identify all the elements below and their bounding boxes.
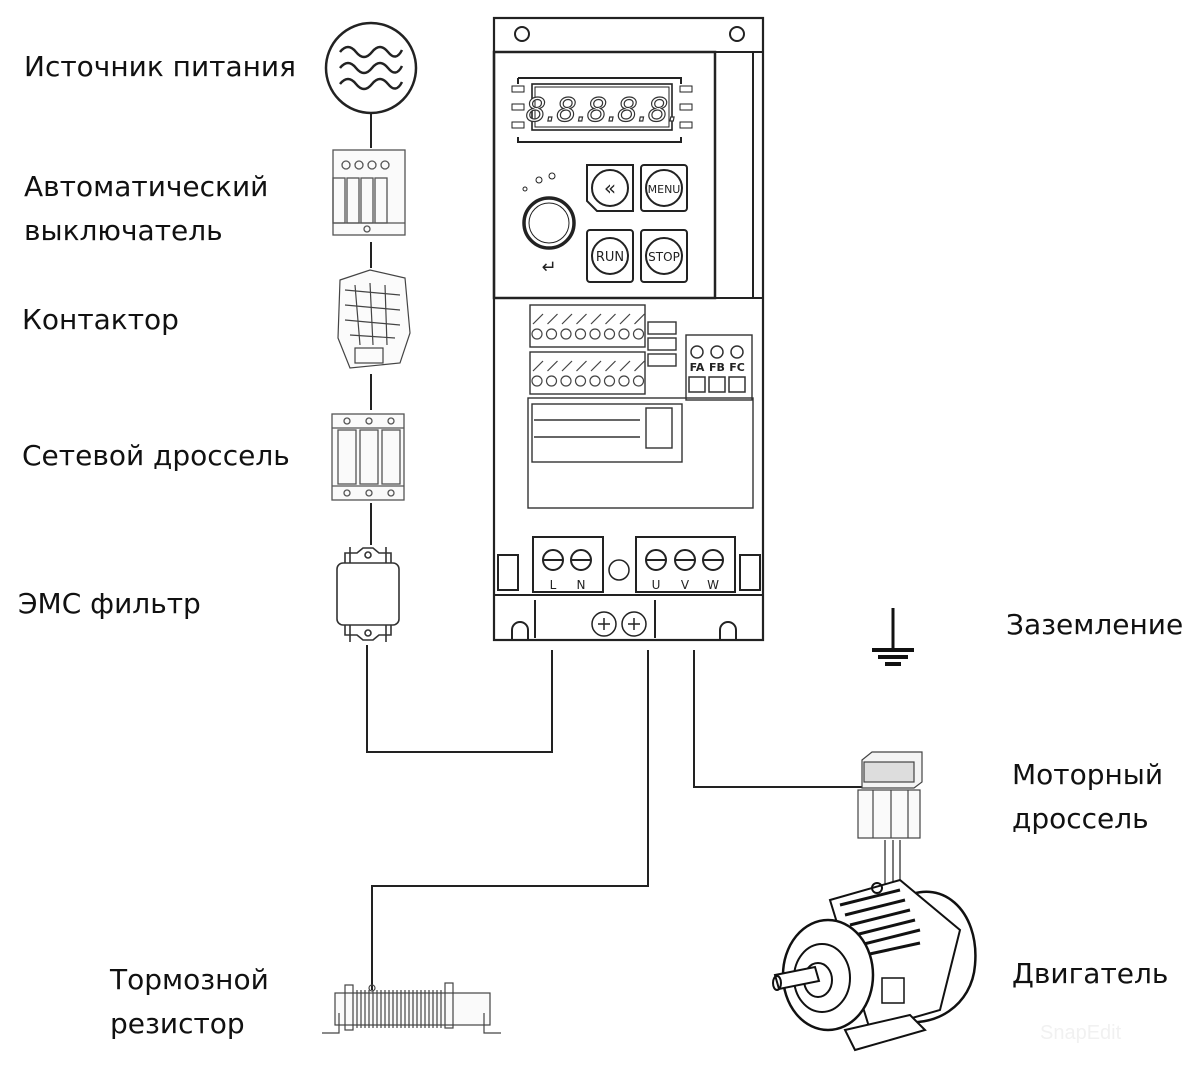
ground-icon [872,608,914,666]
emc-filter-icon [336,547,400,642]
control-terminal-slot [634,313,645,325]
control-terminal-screws [531,313,645,387]
shift-key[interactable] [586,164,634,212]
control-terminal-screw [618,375,630,387]
power-terminal-labels: L N U V W [550,578,719,592]
control-terminal-screw [545,328,558,340]
control-terminal-slot [590,360,602,372]
brake-resistor-label-line2: резистор [110,1007,245,1040]
watermark: SnapEdit [1040,1022,1122,1044]
control-terminal-slot [619,313,631,325]
power-source-label-text: Источник питания [24,50,296,83]
motor-reactor-label: Моторный дроссель [1012,753,1163,841]
control-terminal-screw [632,328,645,340]
input-wire [366,645,553,753]
contactor-icon [337,269,411,369]
relay-labels: FA FB FC [690,361,745,374]
control-terminal-screw [574,375,587,387]
control-terminal-slot [532,313,544,325]
control-terminal-screw [618,328,630,340]
control-terminal-slot [605,313,616,325]
ground-label: Заземление [1006,603,1183,647]
control-terminals [527,304,754,509]
control-terminal-screw [603,375,616,387]
knob-icon[interactable] [522,196,576,250]
relay-terminal-fc: FC [729,361,745,374]
menu-key-label: MENU [648,183,681,196]
circuit-breaker-icon [332,149,406,236]
line-reactor-icon [331,413,405,501]
run-key-label: RUN [596,250,624,265]
terminal-l: L [550,578,557,592]
terminal-v: V [681,578,690,592]
contactor-label-text: Контактор [22,303,179,336]
run-key[interactable] [586,229,634,283]
emc-filter-label: ЭМС фильтр [18,582,201,626]
ground-label-text: Заземление [1006,608,1184,641]
motor-label: Двигатель [1012,952,1168,996]
power-terminal-block [494,536,763,640]
control-terminal-screw [632,375,645,387]
control-terminal-slot [590,313,602,325]
line-reactor-label-text: Сетевой дроссель [22,439,290,472]
brake-resistor-icon [322,982,501,1034]
control-terminal-screw [589,328,601,340]
emc-filter-label-text: ЭМС фильтр [18,587,201,620]
terminal-n: N [577,578,586,592]
power-source-label: Источник питания [24,45,296,89]
ac-source-icon [324,21,418,115]
brake-resistor-label: Тормозной резистор [110,958,269,1046]
circuit-breaker-label-line2: выключатель [24,214,223,247]
control-terminal-slot [561,360,573,372]
control-terminal-screw [545,375,558,387]
vfd-display [511,77,693,143]
terminal-w: W [707,578,719,592]
contactor-label: Контактор [22,298,179,342]
motor-label-text: Двигатель [1012,957,1169,990]
circuit-breaker-label-line1: Автоматический [24,170,269,203]
control-terminal-screw [531,375,543,387]
output-wire [693,650,862,788]
control-terminal-slot [576,313,587,325]
stop-key-label: STOP [648,250,680,264]
circuit-breaker-label: Автоматический выключатель [24,165,268,253]
menu-key[interactable] [640,164,688,212]
control-terminal-slot [547,313,558,325]
control-terminal-slot [605,360,616,372]
control-terminal-slot [619,360,631,372]
motor-reactor-label-line2: дроссель [1012,802,1149,835]
motor-reactor-label-line1: Моторный [1012,758,1164,791]
enter-icon: ↵ [541,257,556,278]
control-terminal-slot [532,360,544,372]
control-terminal-slot [634,360,645,372]
control-terminal-screw [531,328,543,340]
control-terminal-slot [561,313,573,325]
brake-wire [371,650,649,990]
control-terminal-slot [576,360,587,372]
control-terminal-screw [589,375,601,387]
control-terminal-slot [547,360,558,372]
shift-key-label: « [604,176,616,200]
line-reactor-label: Сетевой дроссель [22,434,290,478]
relay-terminal-fa: FA [690,361,705,374]
stop-key[interactable] [640,229,688,283]
control-terminal-screw [560,375,572,387]
control-terminal-screw [603,328,616,340]
relay-terminal-fb: FB [709,361,725,374]
brake-resistor-label-line1: Тормозной [110,963,269,996]
control-terminal-screw [574,328,587,340]
terminal-u: U [652,578,661,592]
vfd-display-digits: 8.8.8.8.8. [526,91,679,129]
control-terminal-screw [560,328,572,340]
motor-icon [772,878,977,1052]
